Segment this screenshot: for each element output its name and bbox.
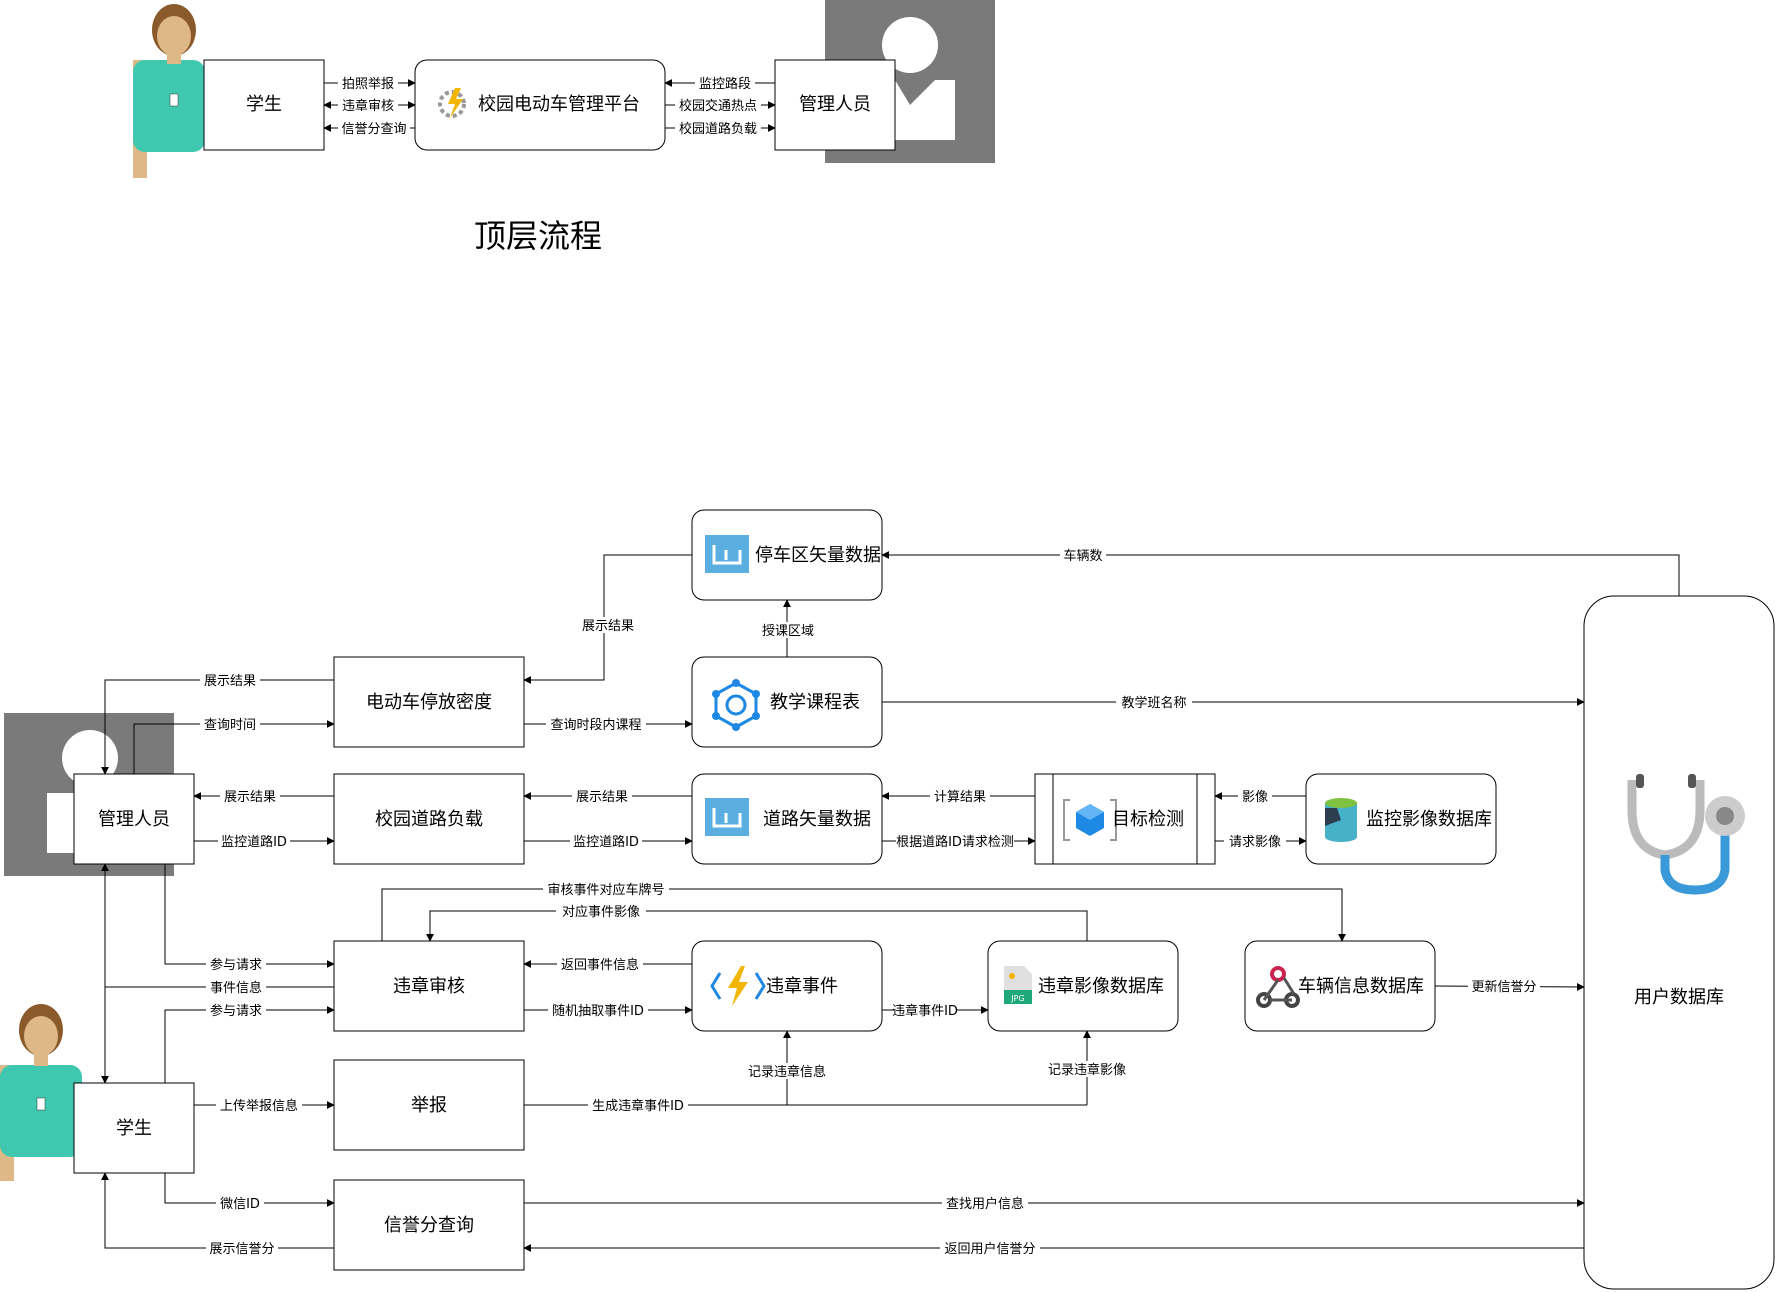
gear-lightning-icon [438,88,466,118]
user-db-node [1583,595,1775,1290]
edge-show-result-1-label: 展示结果 [582,619,634,634]
edge-show-result-3-label: 展示结果 [224,790,276,805]
ebike-density-label: 电动车停放密度 [366,692,492,713]
credit-query-label: 信誉分查询 [384,1215,474,1236]
top-student-node [203,59,325,151]
webhook-icon [1256,966,1300,1008]
edge-review-plate [381,888,1346,942]
edge-request-image-label: 请求影像 [1229,835,1281,850]
parking-vector-label: 停车区矢量数据 [755,545,881,566]
student-person-icon-main [0,1004,82,1181]
edge-query-time [133,720,335,774]
edge-gen-event-id-label: 生成违章事件ID [592,1098,684,1114]
edge-wechat-id-label: 微信ID [220,1197,260,1212]
edge-violation-review-label: 违章审核 [342,98,394,114]
main-admin-label: 管理人员 [98,809,170,830]
cube-icon [1063,799,1117,841]
edge-join-request-2 [164,1006,335,1083]
edge-vehicle-count [881,551,1680,596]
main-student-label: 学生 [116,1118,152,1139]
edge-join-request-1 [164,864,335,968]
report-label: 举报 [411,1095,447,1116]
edge-calc-result-label: 计算结果 [934,790,986,805]
violation-image-db-label: 违章影像数据库 [1038,976,1164,997]
vehicle-db-label: 车辆信息数据库 [1298,976,1424,997]
video-db-label: 监控影像数据库 [1366,809,1492,830]
edge-violation-event-id-label: 违章事件ID [892,1003,958,1019]
edge-monitor-road-id-1-label: 监控道路ID [221,834,287,850]
edge-find-user-label: 查找用户信息 [946,1196,1024,1212]
main-student-node [73,1082,195,1174]
edge-return-event-info-label: 返回事件信息 [561,957,639,973]
edge-traffic-hotspot-label: 校园交通热点 [679,98,757,114]
edge-monitor-segment-label: 监控路段 [699,76,751,92]
video-db-node [1305,773,1497,865]
edge-event-image-label: 对应事件影像 [562,904,640,920]
edge-class-name-label: 教学班名称 [1121,695,1186,711]
edge-vehicle-count-label: 车辆数 [1063,548,1102,564]
main-admin-node [73,773,195,865]
edge-record-violation-info-label: 记录违章信息 [748,1064,826,1080]
stethoscope-icon [1627,774,1745,895]
edge-review-plate-label: 审核事件对应车牌号 [547,882,664,898]
edge-road-load-top-label: 校园道路负载 [679,121,757,137]
edge-image-label: 影像 [1242,790,1268,805]
edge-event-image [426,910,1088,942]
edge-show-result-4-label: 展示结果 [576,790,628,805]
edge-detect-by-road-label: 根据道路ID请求检测 [896,834,1014,850]
edge-wechat-id [164,1173,335,1207]
credit-query-node [333,1179,525,1271]
edge-class-area-label: 授课区域 [762,624,814,639]
object-detection-label: 目标检测 [1112,809,1184,830]
course-table-label: 教学课程表 [770,692,860,713]
edge-join-request-2-label: 参与请求 [210,1003,262,1019]
edge-upload-report-label: 上传举报信息 [220,1098,298,1114]
top-admin-label: 管理人员 [799,94,871,115]
svg-text:JPG: JPG [1010,994,1024,1003]
edge-query-courses-label: 查询时段内课程 [550,717,641,733]
edge-photo-report-label: 拍照举报 [342,77,394,92]
student-person-icon [133,4,205,178]
edge-show-result-2-label: 展示结果 [204,674,256,689]
violation-review-label: 违章审核 [393,976,465,997]
edge-update-credit-label: 更新信誉分 [1471,979,1536,995]
road-vector-label: 道路矢量数据 [763,809,871,830]
user-db-label: 用户数据库 [1634,987,1724,1008]
edge-record-violation-image-label: 记录违章影像 [1048,1062,1126,1078]
top-flow-title: 顶层流程 [474,217,602,255]
edge-show-credit-label: 展示信誉分 [209,1242,274,1257]
road-load-node [333,773,525,865]
edge-return-credit-label: 返回用户信誉分 [944,1241,1035,1257]
ebike-density-node [333,656,525,748]
top-student-label: 学生 [246,94,282,115]
road-vector-node [691,773,883,865]
jpg-file-icon: JPG [1004,966,1032,1004]
edge-random-event-id-label: 随机抽取事件ID [552,1004,644,1019]
vector-data-icon-2 [705,798,749,836]
edge-credit-query-label: 信誉分查询 [341,122,406,137]
network-hub-icon [712,679,760,731]
vector-data-icon [705,535,749,573]
edge-monitor-road-id-2-label: 监控道路ID [573,834,639,850]
edge-event-info-label: 事件信息 [210,980,262,996]
function-lightning-icon [710,966,766,1006]
database-icon [1325,798,1357,842]
top-platform-label: 校园电动车管理平台 [478,94,640,115]
edge-query-time-label: 查询时间 [204,718,256,733]
violation-event-label: 违章事件 [766,976,838,997]
road-load-label: 校园道路负载 [375,809,483,830]
edge-join-request-1-label: 参与请求 [210,957,262,973]
